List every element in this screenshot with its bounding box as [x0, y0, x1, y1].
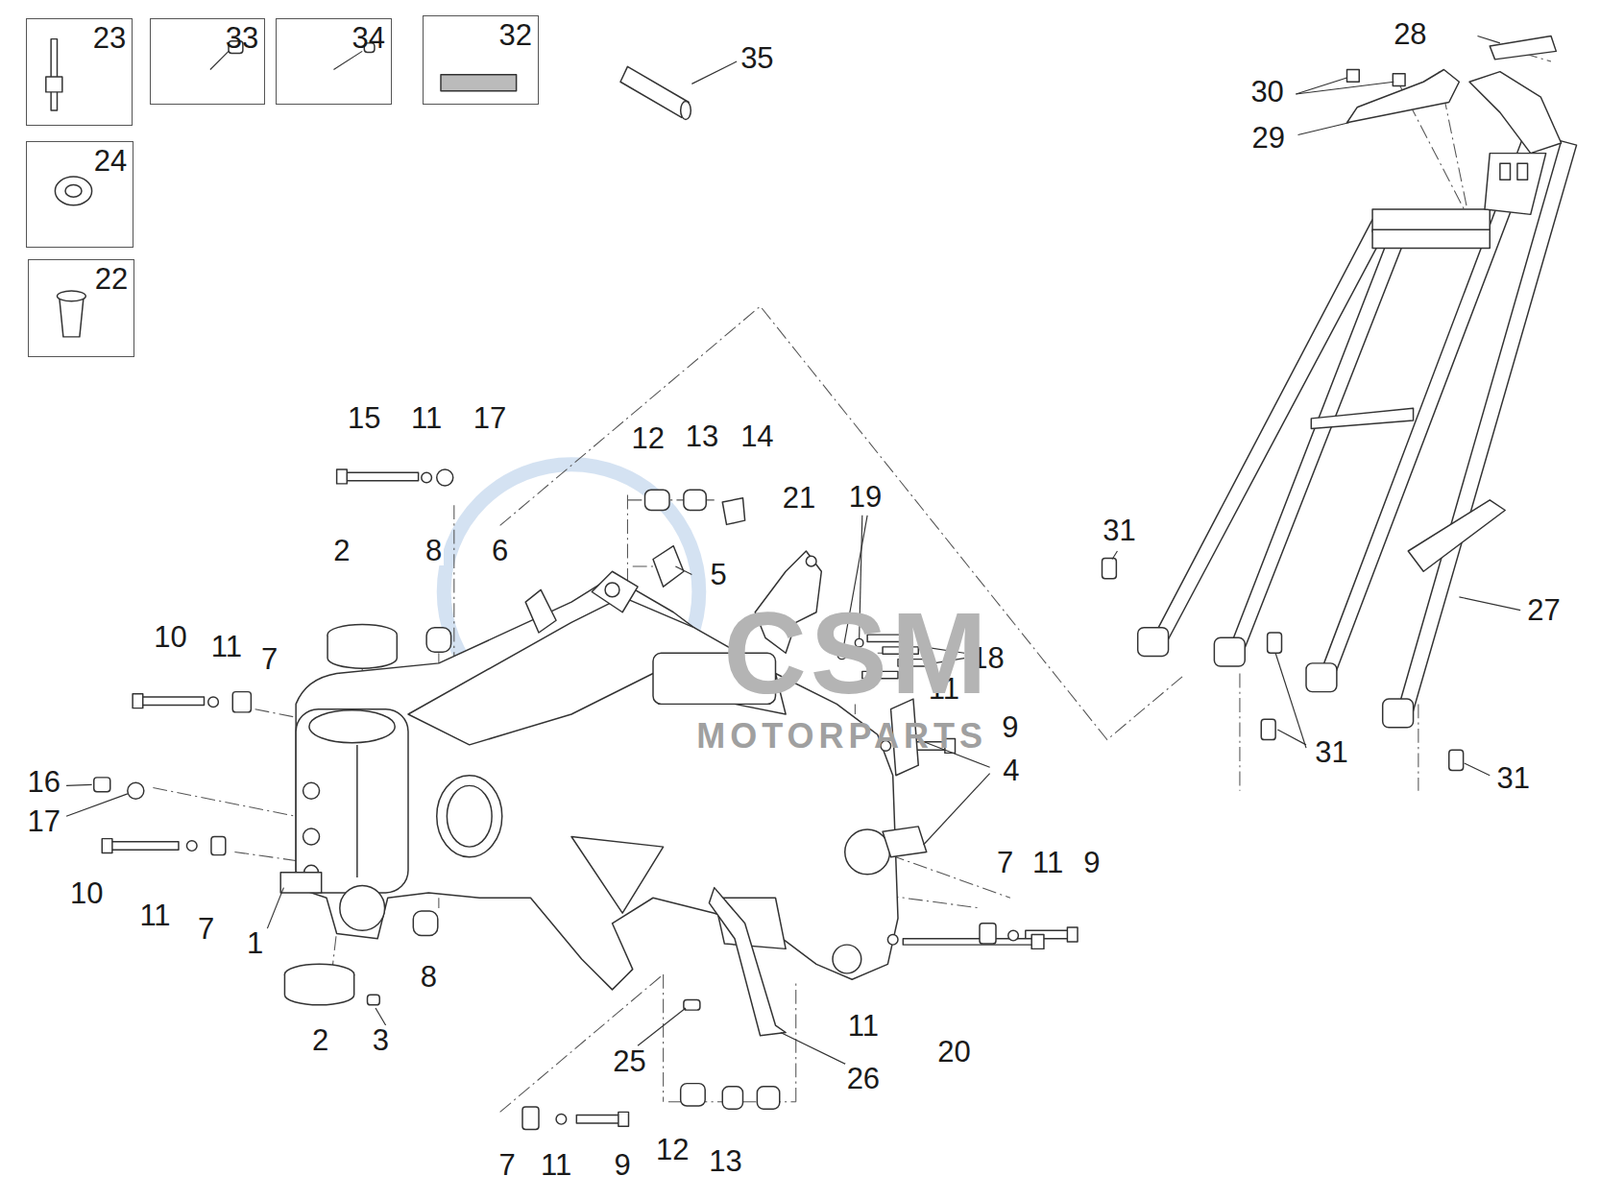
callout-number: 10 [151, 622, 189, 653]
callout-number: 11 [1030, 848, 1066, 878]
callout-number: 23 [93, 23, 126, 53]
callout-number: 7 [195, 914, 217, 945]
part-box: 24 [25, 141, 135, 249]
callout-number: 4 [1000, 755, 1021, 786]
callout-number: 8 [418, 962, 439, 993]
callout-number: 5 [707, 559, 728, 590]
callout-number: 33 [225, 23, 259, 53]
callout-number: 31 [1494, 763, 1531, 794]
callout-number: 9 [1081, 848, 1102, 878]
callout-number: 3 [370, 1025, 391, 1056]
callout-number: 11 [209, 631, 244, 662]
callout-number: 11 [409, 403, 444, 434]
callout-number: 31 [1100, 515, 1138, 546]
watermark: CSM [721, 595, 994, 711]
callout-number: 10 [68, 878, 105, 909]
callout-number: 30 [1248, 76, 1285, 107]
part-box: 34 [275, 18, 392, 105]
callout-number: 32 [499, 20, 533, 50]
callout-number: 35 [738, 43, 776, 73]
callout-number: 9 [612, 1150, 633, 1181]
callout-number: 6 [489, 535, 510, 566]
callout-number: 16 [24, 767, 62, 798]
callout-number: 27 [1525, 595, 1562, 626]
callout-number: 20 [935, 1037, 972, 1067]
callout-number: 7 [259, 644, 280, 675]
callout-number: 9 [999, 712, 1020, 743]
callout-number: 12 [654, 1135, 691, 1165]
callout-number: 12 [629, 423, 666, 454]
callout-number: 17 [471, 403, 509, 434]
callout-number: 19 [847, 482, 884, 512]
callout-number: 15 [345, 403, 383, 434]
callout-number: 11 [538, 1150, 574, 1181]
callout-number: 11 [137, 900, 172, 931]
callout-number: 11 [846, 1011, 881, 1042]
callout-number: 17 [24, 806, 62, 837]
callout-number: 31 [1312, 737, 1350, 768]
callout-number: 29 [1249, 122, 1286, 153]
callout-number: 2 [331, 535, 352, 566]
callout-number: 7 [496, 1150, 517, 1181]
part-box: 23 [25, 18, 134, 126]
callout-number: 22 [95, 264, 128, 294]
watermark: MOTORPARTS [694, 719, 990, 754]
callout-number: 24 [94, 145, 127, 176]
part-box: 33 [149, 18, 266, 105]
callout-number: 26 [845, 1064, 882, 1094]
callout-number: 14 [738, 421, 776, 452]
callout-number: 2 [310, 1025, 331, 1056]
callout-number: 21 [780, 483, 818, 513]
callout-number: 1 [244, 928, 266, 959]
callout-number: 25 [610, 1046, 648, 1077]
part-box: 22 [27, 259, 136, 358]
callout-number: 13 [683, 421, 721, 452]
part-box: 32 [422, 15, 539, 106]
callout-number: 7 [994, 848, 1016, 878]
callout-number: 13 [706, 1146, 744, 1177]
callout-number: 34 [352, 23, 386, 53]
callout-number: 8 [423, 535, 444, 566]
callout-number: 28 [1391, 19, 1429, 49]
